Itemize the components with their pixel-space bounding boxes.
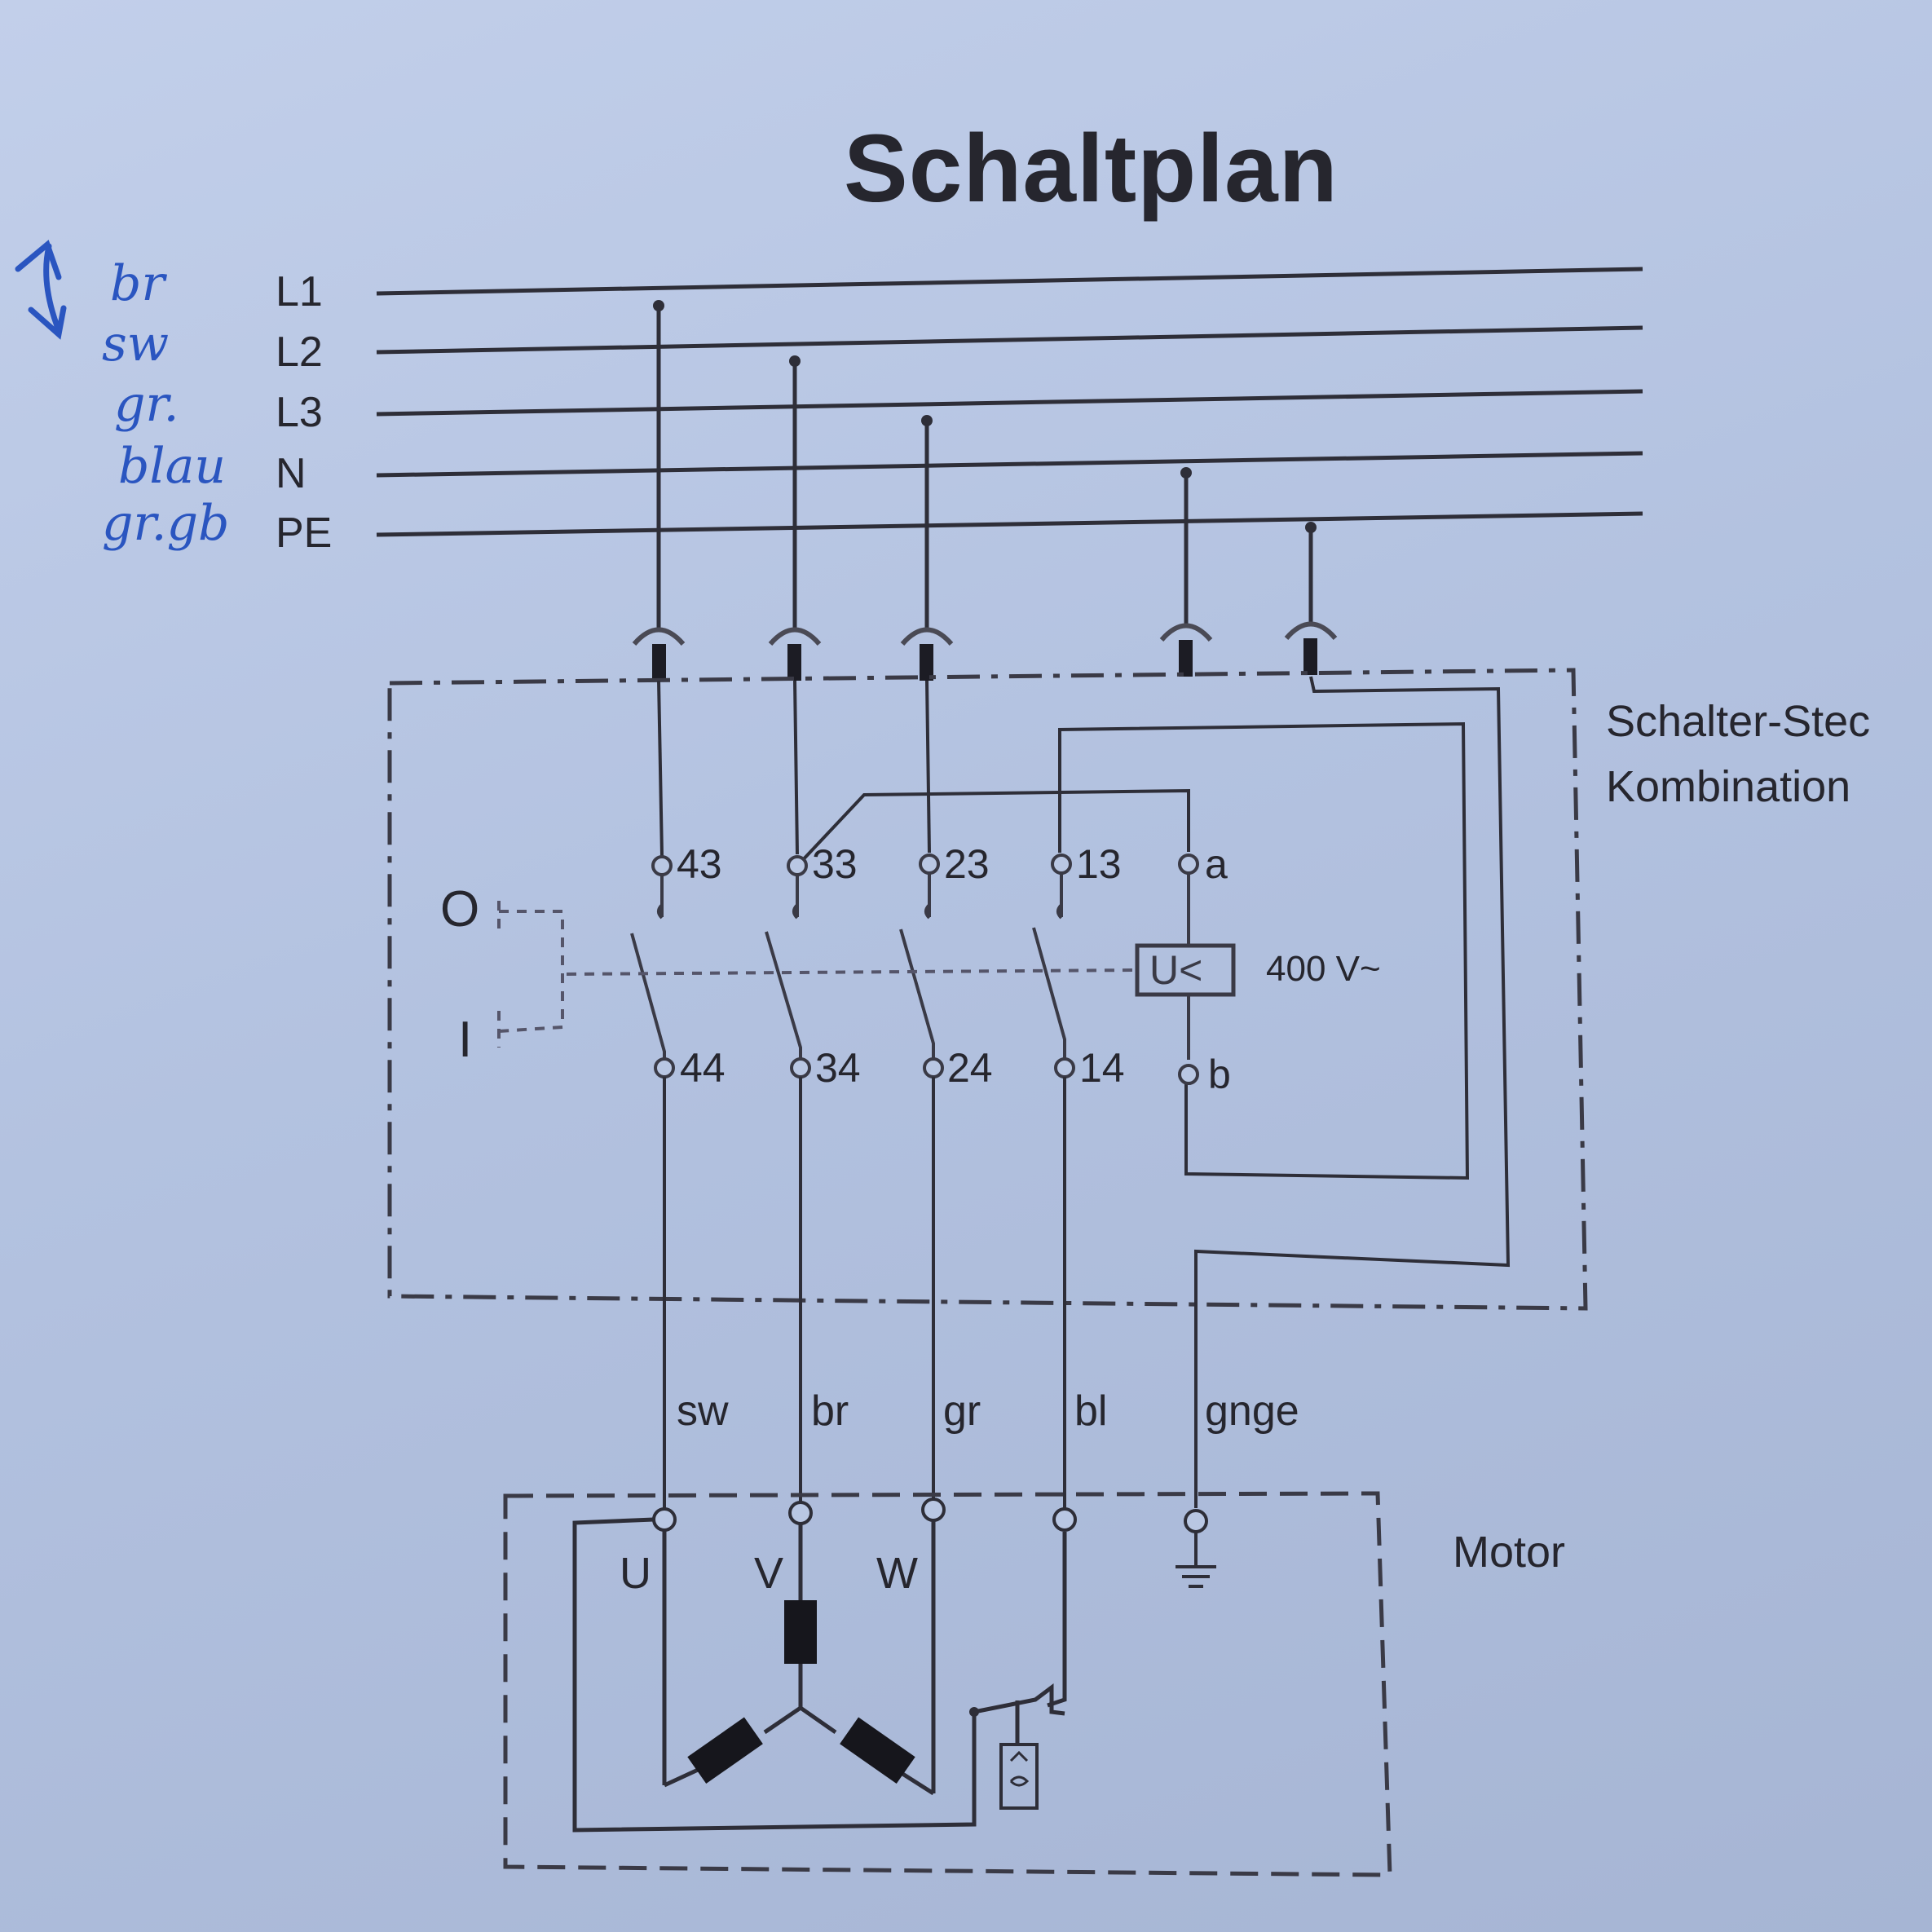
relay-voltage-label: 400 V~ [1266,949,1381,989]
terminal-a: a [1205,841,1228,887]
bus-label-n: N [276,450,307,497]
bus-line-l1 [376,267,1643,296]
terminal-b: b [1208,1052,1231,1097]
wire-color-gr: gr [943,1387,981,1435]
undervoltage-relay-label: U< [1149,947,1203,993]
motor-label: Motor [1453,1528,1566,1577]
page-title: Schaltplan [844,115,1339,223]
bus-line-pe [376,511,1643,537]
bus-label-pe: PE [276,509,333,557]
handwritten-note-n: blau [118,438,227,495]
motor-terminal-v: V [754,1549,784,1598]
wire-color-sw: sw [677,1387,729,1435]
handwritten-note-pe: gr.gb [102,495,230,552]
bus-label-l1: L1 [276,268,323,315]
bus-line-l3 [376,389,1643,417]
motor-boundary [503,1491,1392,1877]
motor-terminal-w: W [876,1549,918,1598]
thermistor-symbol [999,1743,1039,1810]
switch-position-on: I [458,1012,473,1068]
motor-terminals [652,1498,1208,1533]
plug-contacts [632,621,1338,681]
terminal-33: 33 [812,841,858,887]
motor-windings [687,1600,915,1784]
undervoltage-relay-box [1135,943,1236,997]
terminal-34: 34 [815,1045,861,1091]
bottom-terminals [654,1057,1199,1085]
switch-block-label-line1: Schalter-Stec [1606,697,1871,746]
bus-line-l2 [376,325,1643,355]
bus-label-l2: L2 [276,329,323,376]
wire-color-br: br [811,1387,849,1435]
handwritten-note-l3: gr. [114,376,179,433]
terminal-24: 24 [947,1045,993,1091]
handwritten-note-l2: sw [102,315,170,373]
switch-block-boundary [387,668,1588,1311]
handwritten-note-l1: br [110,255,165,312]
handwritten-swap-arrow-icon [15,240,67,340]
mechanical-linkage [497,901,1138,1048]
terminal-13: 13 [1076,841,1122,887]
terminal-44: 44 [680,1045,726,1091]
motor-terminal-u: U [620,1549,651,1598]
switch-position-off: O [440,881,480,937]
bus-label-l3: L3 [276,389,323,436]
bus-line-n [376,451,1643,478]
wire-color-gnge: gnge [1205,1387,1299,1435]
switch-block-label-line2: Kombination [1606,762,1851,811]
terminal-14: 14 [1079,1045,1125,1091]
earth-ground-icon [1176,1532,1216,1588]
terminal-43: 43 [677,841,722,887]
terminal-23: 23 [944,841,990,887]
wire-color-bl: bl [1074,1387,1108,1435]
top-terminals [651,854,1199,876]
